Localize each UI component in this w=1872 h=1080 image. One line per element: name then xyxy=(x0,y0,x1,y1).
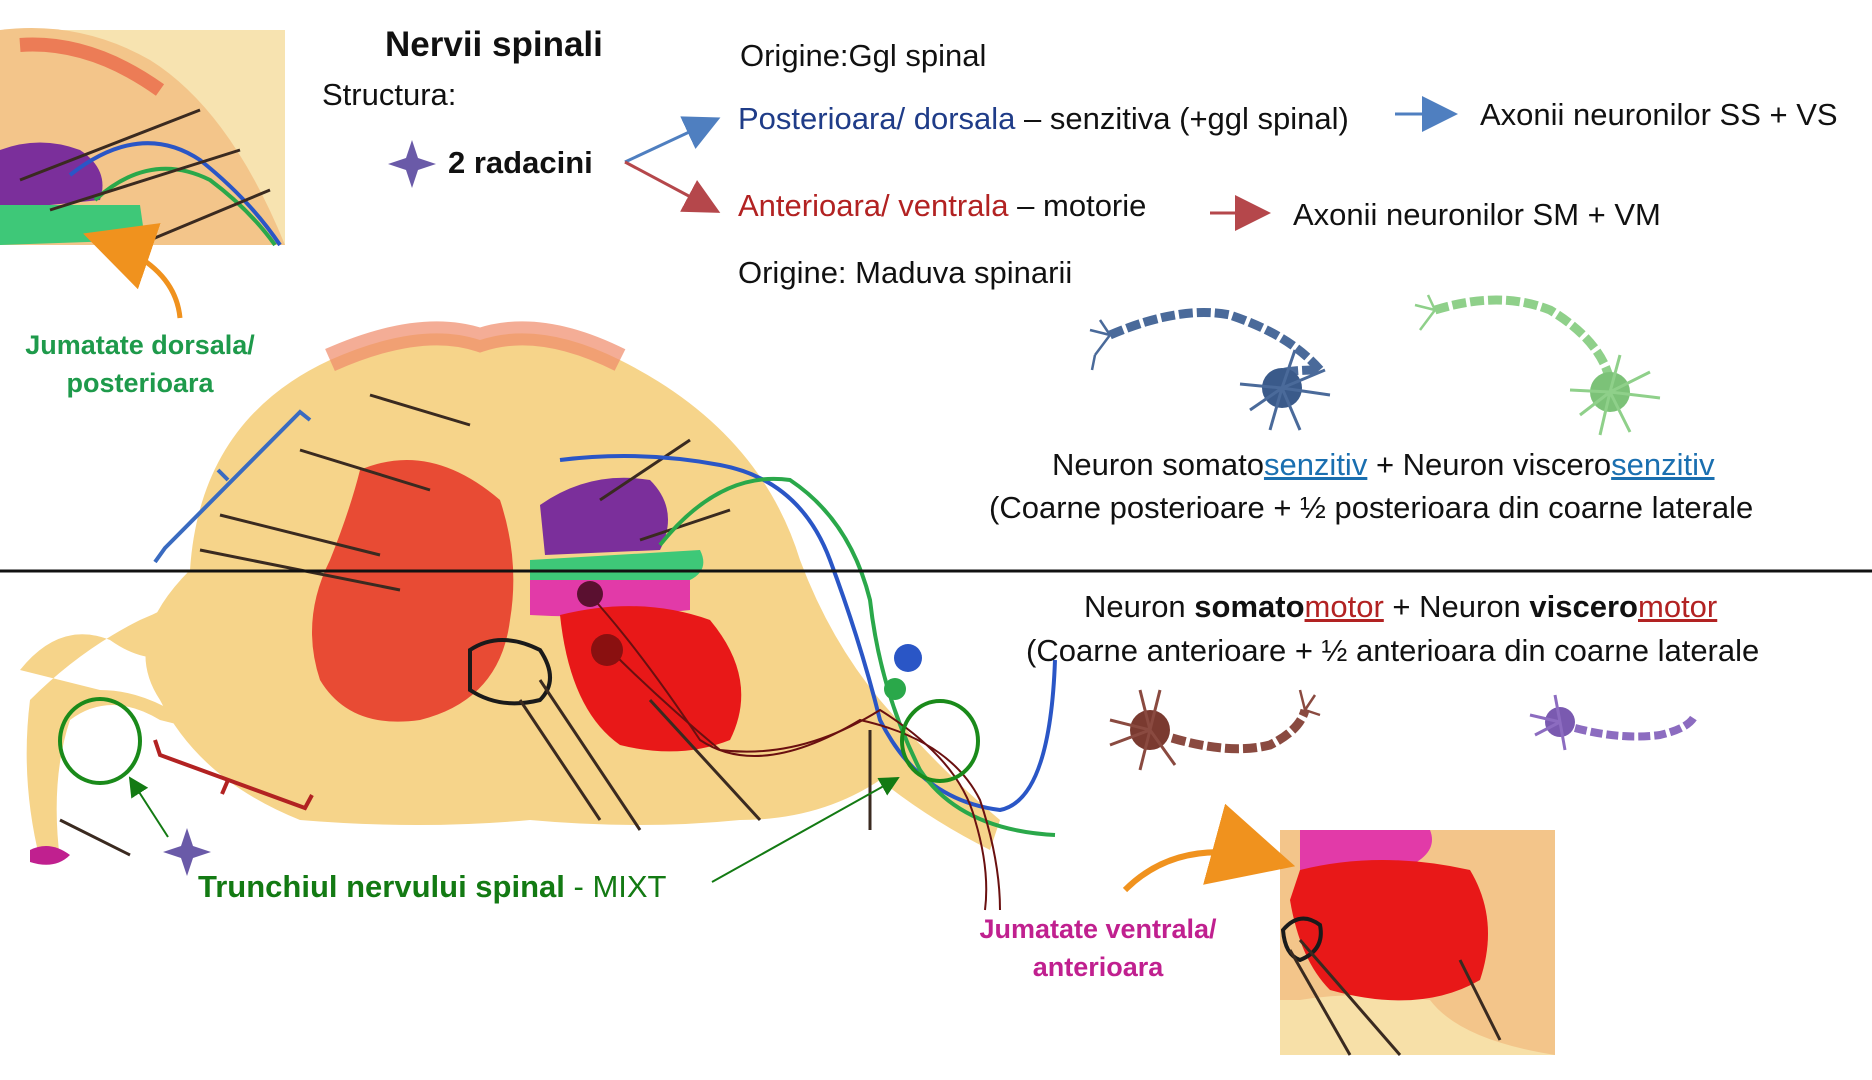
sensory-horns-line: (Coarne posterioare + ½ posterioara din … xyxy=(989,490,1754,525)
sensory-part2: + Neuron viscero xyxy=(1367,447,1612,482)
trunk-label-bold: Trunchiul nervului spinal xyxy=(198,869,565,904)
sensory-part1: Neuron somato xyxy=(1052,447,1264,482)
trunk-label-rest: - MIXT xyxy=(564,869,667,904)
motor-part2-underlined: motor xyxy=(1638,589,1718,624)
sensory-neuron-blue-icon xyxy=(1089,308,1331,431)
sensory-part1-underlined: senzitiv xyxy=(1263,447,1368,482)
dorsal-half-label-line2: posterioara xyxy=(66,368,214,398)
anterior-root-result: Axonii neuronilor SM + VM xyxy=(1293,197,1661,232)
trunk-bracket xyxy=(153,739,314,811)
dorsal-half-label-line1: Jumatate dorsala/ xyxy=(25,330,255,360)
posterior-root-name: Posterioara/ dorsala xyxy=(738,101,1016,136)
sensory-part2-underlined: senzitiv xyxy=(1611,447,1715,482)
sensory-neuron-green-icon xyxy=(1414,294,1661,436)
trunk-pointer-right xyxy=(711,777,900,883)
dorsal-half-inset xyxy=(0,28,285,247)
spinal-cord-section xyxy=(20,321,1057,911)
ventral-orange-arrow xyxy=(1122,803,1296,893)
dorsal-orange-arrow xyxy=(83,223,183,319)
dorsal-half-label: Jumatate dorsala/ posterioara xyxy=(10,326,270,402)
ventral-half-label-line2: anterioara xyxy=(1032,952,1164,982)
posterior-root-desc: – senzitiva (+ggl spinal) xyxy=(1015,101,1349,136)
posterior-root-arrow xyxy=(624,116,721,164)
motor-neuron-purple-icon xyxy=(1529,694,1699,751)
posterior-root-result: Axonii neuronilor SS + VS xyxy=(1480,97,1838,132)
motor-part2: + Neuron xyxy=(1383,589,1530,624)
motor-part1-bold: somato xyxy=(1194,589,1305,624)
origine-ggl-label: Origine:Ggl spinal xyxy=(740,38,987,73)
radacini-label: 2 radacini xyxy=(448,145,593,180)
trunk-label: Trunchiul nervului spinal - MIXT xyxy=(198,869,667,905)
anterior-root-name: Anterioara/ ventrala xyxy=(738,188,1009,223)
trunk-pointer-left xyxy=(128,776,169,838)
dorsal-bracket xyxy=(153,409,312,564)
ventral-half-inset xyxy=(1280,830,1555,1056)
motor-part2-bold: viscero xyxy=(1529,589,1638,624)
motor-neuron-brown-icon xyxy=(1109,689,1321,771)
anterior-root-desc: – motorie xyxy=(1008,188,1147,223)
posterior-root-text: Posterioara/ dorsala – senzitiva (+ggl s… xyxy=(738,101,1349,137)
motor-neurons-line: Neuron somatomotor + Neuron visceromotor xyxy=(1084,589,1717,625)
ventral-half-label-line1: Jumatate ventrala/ xyxy=(979,914,1217,944)
anterior-root-arrow xyxy=(624,160,721,213)
sensory-neurons-line: Neuron somatosenzitiv + Neuron viscerose… xyxy=(1052,447,1715,483)
motor-part1-underlined: motor xyxy=(1304,589,1384,624)
origine-maduva-label: Origine: Maduva spinarii xyxy=(738,255,1073,290)
motor-part1: Neuron xyxy=(1084,589,1195,624)
ventral-half-label: Jumatate ventrala/ anterioara xyxy=(963,910,1233,986)
star-icon xyxy=(163,828,211,876)
right-trunk-circle xyxy=(900,699,980,783)
motor-horns-line: (Coarne anterioare + ½ anterioara din co… xyxy=(1026,633,1760,668)
page-title: Nervii spinali xyxy=(385,25,603,64)
left-trunk-circle xyxy=(58,697,142,785)
star-icon xyxy=(388,140,436,188)
anterior-root-text: Anterioara/ ventrala – motorie xyxy=(738,188,1146,224)
structura-label: Structura: xyxy=(322,77,457,112)
